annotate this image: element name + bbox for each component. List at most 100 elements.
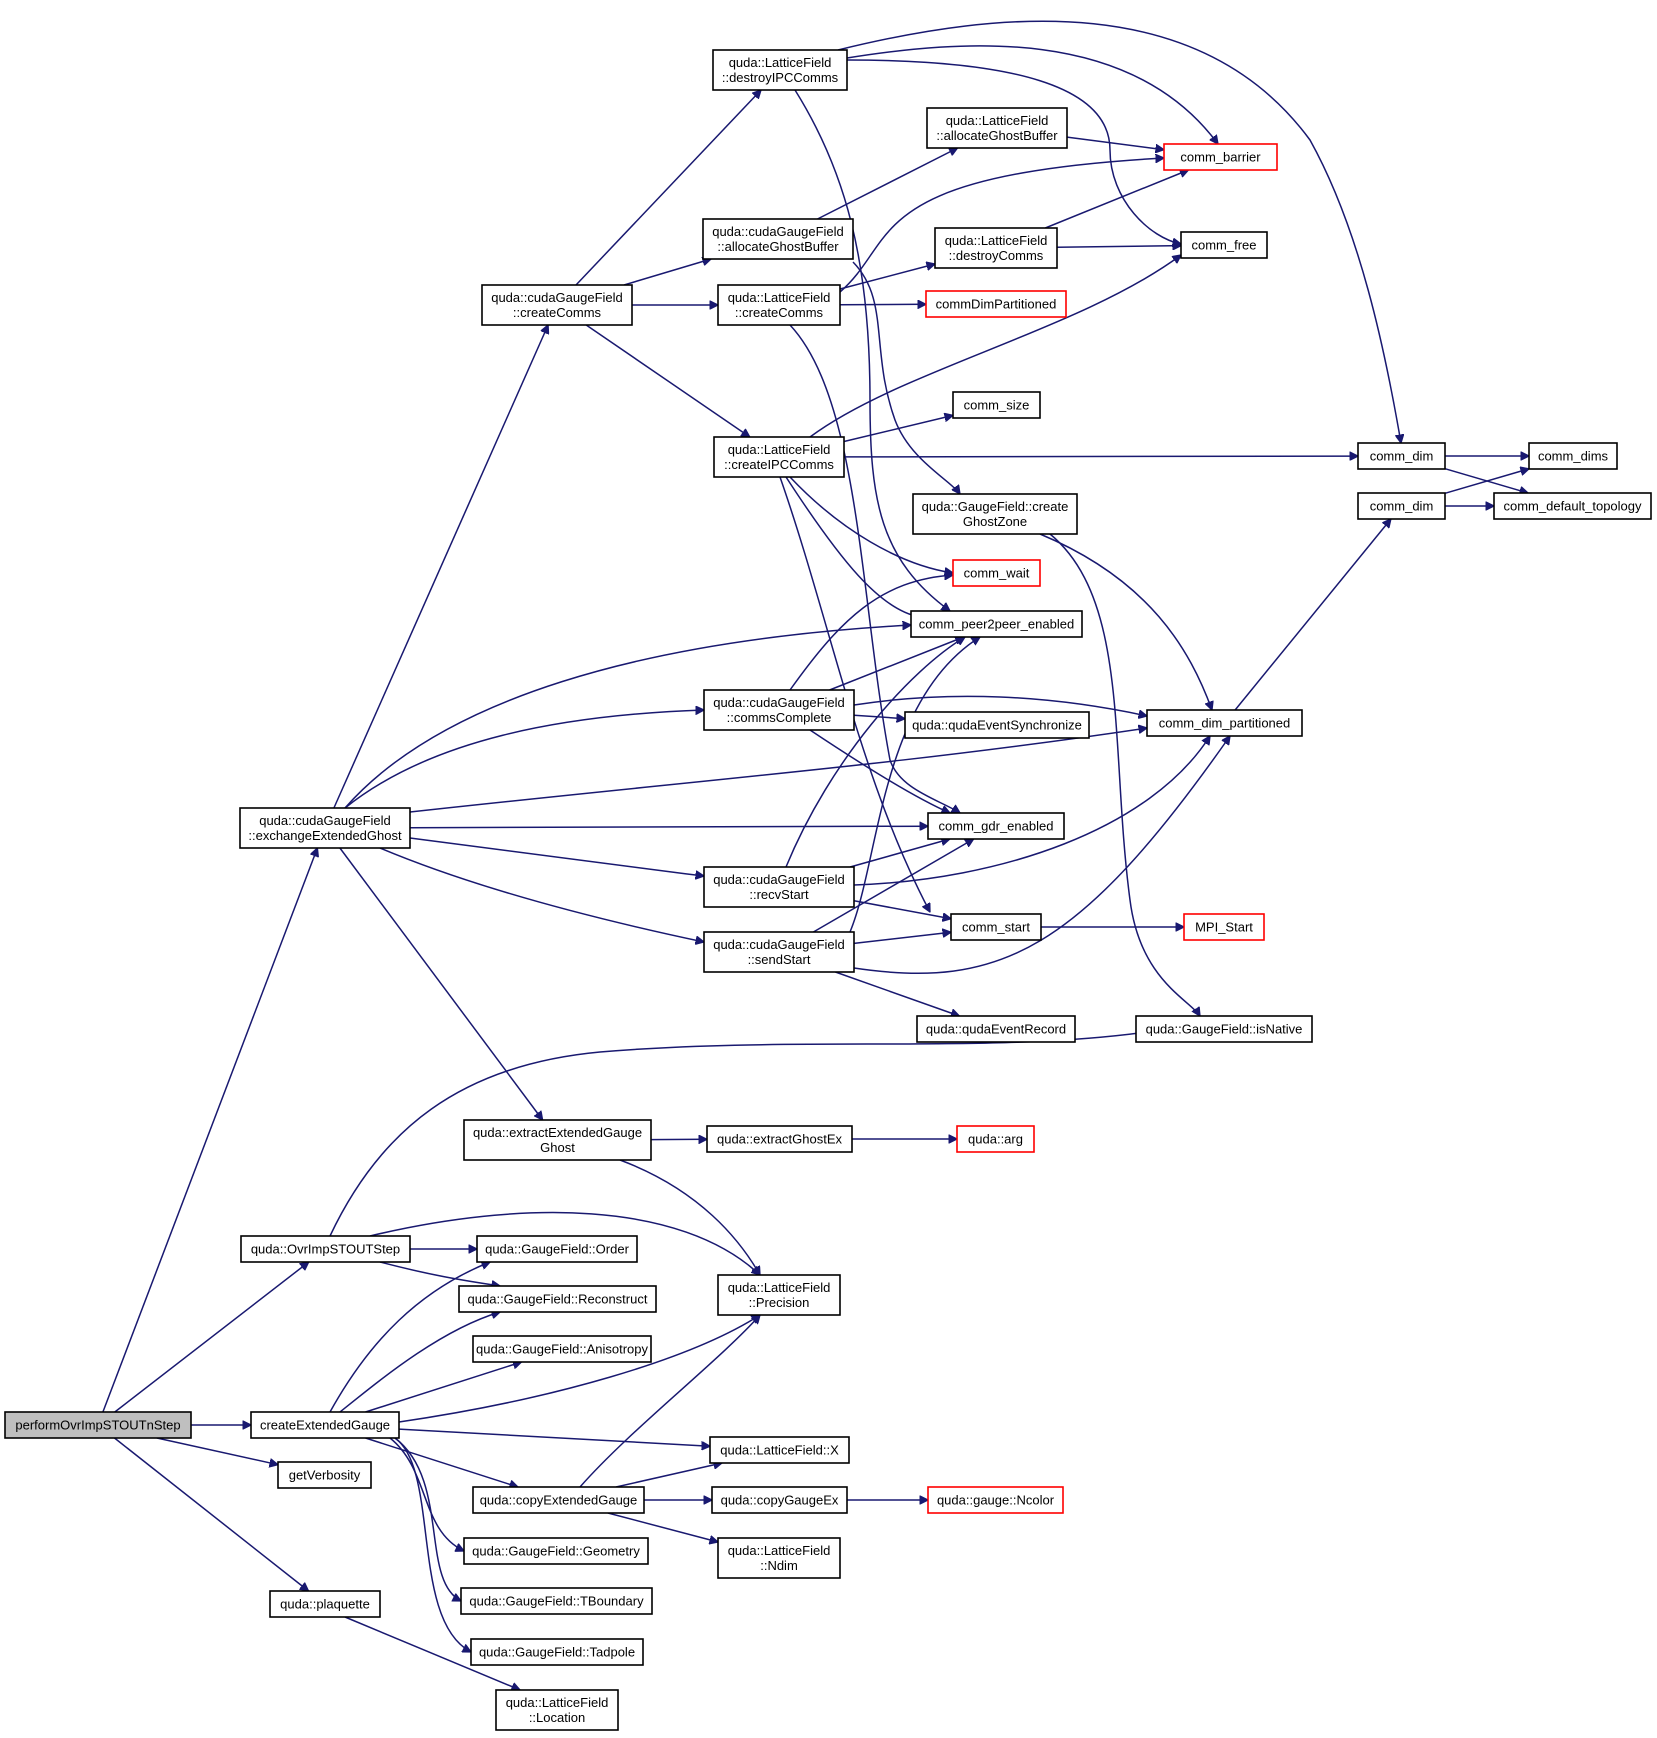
- node-box[interactable]: [956, 1125, 1035, 1153]
- node-cgf_allocateGhostBuffer[interactable]: quda::cudaGaugeField::allocateGhostBuffe…: [702, 218, 854, 260]
- node-box[interactable]: [481, 284, 633, 326]
- node-comm_dim_partitioned[interactable]: comm_dim_partitioned: [1146, 709, 1303, 737]
- node-box[interactable]: [240, 1235, 411, 1263]
- node-box[interactable]: [277, 1461, 372, 1489]
- node-box[interactable]: [1180, 231, 1268, 259]
- node-box[interactable]: [472, 1335, 652, 1363]
- node-box[interactable]: [250, 1411, 400, 1439]
- node-commsComplete[interactable]: quda::cudaGaugeField::commsComplete: [703, 689, 855, 731]
- node-box[interactable]: [269, 1590, 381, 1618]
- node-MPI_Start[interactable]: MPI_Start: [1183, 913, 1265, 941]
- node-box[interactable]: [925, 290, 1067, 318]
- node-box[interactable]: [1528, 442, 1618, 470]
- node-box[interactable]: [1135, 1015, 1313, 1043]
- node-box[interactable]: [1357, 442, 1446, 470]
- node-copyExtendedGauge[interactable]: quda::copyExtendedGauge: [472, 1486, 645, 1514]
- node-box[interactable]: [458, 1285, 657, 1313]
- node-box[interactable]: [239, 807, 411, 849]
- node-cgf_createComms[interactable]: quda::cudaGaugeField::createComms: [481, 284, 633, 326]
- node-Location[interactable]: quda::LatticeField::Location: [495, 1689, 619, 1731]
- node-box[interactable]: [1493, 492, 1652, 520]
- node-extractGhostEx[interactable]: quda::extractGhostEx: [706, 1125, 853, 1153]
- node-recvStart[interactable]: quda::cudaGaugeField::recvStart: [703, 866, 855, 908]
- node-comm_barrier[interactable]: comm_barrier: [1163, 143, 1278, 171]
- node-box[interactable]: [495, 1689, 619, 1731]
- node-box[interactable]: [1146, 709, 1303, 737]
- node-lf_destroyComms[interactable]: quda::LatticeField::destroyComms: [934, 227, 1058, 269]
- node-box[interactable]: [463, 1119, 652, 1161]
- node-arg[interactable]: quda::arg: [956, 1125, 1035, 1153]
- node-box[interactable]: [703, 689, 855, 731]
- node-box[interactable]: [952, 559, 1041, 587]
- node-Reconstruct[interactable]: quda::GaugeField::Reconstruct: [458, 1285, 657, 1313]
- node-sendStart[interactable]: quda::cudaGaugeField::sendStart: [703, 931, 855, 973]
- node-getVerbosity[interactable]: getVerbosity: [277, 1461, 372, 1489]
- node-createIPCComms[interactable]: quda::LatticeField::createIPCComms: [713, 436, 845, 478]
- node-box[interactable]: [470, 1638, 644, 1666]
- node-box[interactable]: [717, 1274, 841, 1316]
- node-comm_gdr_enabled[interactable]: comm_gdr_enabled: [927, 812, 1065, 840]
- node-Anisotropy[interactable]: quda::GaugeField::Anisotropy: [472, 1335, 652, 1363]
- node-box[interactable]: [904, 711, 1090, 739]
- node-lf_createComms[interactable]: quda::LatticeField::createComms: [717, 284, 841, 326]
- node-box[interactable]: [927, 812, 1065, 840]
- node-comm_dim_2[interactable]: comm_dim: [1357, 492, 1446, 520]
- node-comm_size[interactable]: comm_size: [952, 391, 1041, 419]
- node-comm_free[interactable]: comm_free: [1180, 231, 1268, 259]
- node-box[interactable]: [950, 913, 1042, 941]
- node-box[interactable]: [934, 227, 1058, 269]
- node-box[interactable]: [927, 1486, 1064, 1514]
- node-copyGaugeEx[interactable]: quda::copyGaugeEx: [711, 1486, 848, 1514]
- node-comm_peer2peer_enabled[interactable]: comm_peer2peer_enabled: [910, 610, 1083, 638]
- node-Tadpole[interactable]: quda::GaugeField::Tadpole: [470, 1638, 644, 1666]
- node-box[interactable]: [706, 1125, 853, 1153]
- node-box[interactable]: [712, 49, 848, 91]
- node-qudaEventSynchronize[interactable]: quda::qudaEventSynchronize: [904, 711, 1090, 739]
- node-Ndim[interactable]: quda::LatticeField::Ndim: [717, 1537, 841, 1579]
- node-isNative[interactable]: quda::GaugeField::isNative: [1135, 1015, 1313, 1043]
- node-box[interactable]: [926, 107, 1068, 149]
- node-comm_default_topology[interactable]: comm_default_topology: [1493, 492, 1652, 520]
- node-box[interactable]: [709, 1436, 850, 1464]
- node-box[interactable]: [952, 391, 1041, 419]
- node-Order[interactable]: quda::GaugeField::Order: [476, 1235, 638, 1263]
- node-box[interactable]: [912, 493, 1078, 535]
- node-box[interactable]: [703, 931, 855, 973]
- node-TBoundary[interactable]: quda::GaugeField::TBoundary: [460, 1587, 653, 1615]
- node-Ncolor[interactable]: quda::gauge::Ncolor: [927, 1486, 1064, 1514]
- node-box[interactable]: [1163, 143, 1278, 171]
- node-box[interactable]: [4, 1411, 192, 1439]
- node-box[interactable]: [476, 1235, 638, 1263]
- node-box[interactable]: [717, 284, 841, 326]
- node-comm_dim_1[interactable]: comm_dim: [1357, 442, 1446, 470]
- node-qudaEventRecord[interactable]: quda::qudaEventRecord: [916, 1015, 1076, 1043]
- node-LF_X[interactable]: quda::LatticeField::X: [709, 1436, 850, 1464]
- node-comm_wait[interactable]: comm_wait: [952, 559, 1041, 587]
- node-commDimPartitioned[interactable]: commDimPartitioned: [925, 290, 1067, 318]
- node-plaquette[interactable]: quda::plaquette: [269, 1590, 381, 1618]
- node-box[interactable]: [702, 218, 854, 260]
- node-box[interactable]: [717, 1537, 841, 1579]
- node-box[interactable]: [916, 1015, 1076, 1043]
- node-box[interactable]: [463, 1537, 649, 1565]
- node-destroyIPCComms[interactable]: quda::LatticeField::destroyIPCComms: [712, 49, 848, 91]
- node-Geometry[interactable]: quda::GaugeField::Geometry: [463, 1537, 649, 1565]
- node-box[interactable]: [713, 436, 845, 478]
- node-performOvrImpSTOUTnStep[interactable]: performOvrImpSTOUTnStep: [4, 1411, 192, 1439]
- node-box[interactable]: [910, 610, 1083, 638]
- node-OvrImpSTOUTStep[interactable]: quda::OvrImpSTOUTStep: [240, 1235, 411, 1263]
- node-box[interactable]: [1357, 492, 1446, 520]
- node-box[interactable]: [711, 1486, 848, 1514]
- node-comm_dims[interactable]: comm_dims: [1528, 442, 1618, 470]
- node-lf_allocateGhostBuffer[interactable]: quda::LatticeField::allocateGhostBuffer: [926, 107, 1068, 149]
- node-createExtendedGauge[interactable]: createExtendedGauge: [250, 1411, 400, 1439]
- node-comm_start[interactable]: comm_start: [950, 913, 1042, 941]
- node-box[interactable]: [472, 1486, 645, 1514]
- node-exchangeExtendedGhost[interactable]: quda::cudaGaugeField::exchangeExtendedGh…: [239, 807, 411, 849]
- node-box[interactable]: [460, 1587, 653, 1615]
- node-Precision[interactable]: quda::LatticeField::Precision: [717, 1274, 841, 1316]
- node-box[interactable]: [1183, 913, 1265, 941]
- node-box[interactable]: [703, 866, 855, 908]
